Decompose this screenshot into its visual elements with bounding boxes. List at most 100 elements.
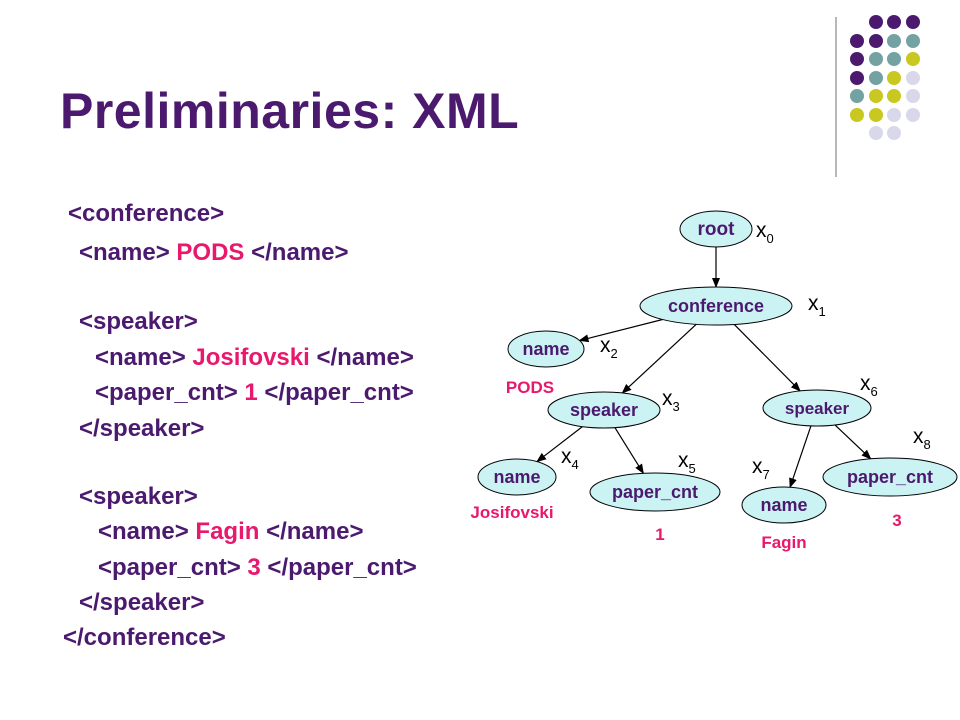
xml-line: <paper_cnt> 1 </paper_cnt> (95, 379, 414, 407)
decorative-dot (868, 33, 883, 48)
decorative-dot (905, 15, 920, 29)
xml-tag-text: <name> (95, 344, 186, 371)
xml-tag-text: </name> (266, 518, 364, 545)
xml-tag-text: </paper_cnt> (264, 379, 414, 406)
tree-node-ellipse (589, 472, 721, 512)
tree-node-ellipse (477, 458, 557, 496)
tree-node-ellipse (547, 391, 661, 429)
decorative-dot (868, 52, 883, 66)
xml-value-text: Josifovski (185, 344, 317, 371)
tree-node-ellipse (639, 286, 793, 326)
tree-edge-conference-speaker2 (733, 324, 801, 392)
variable-subscript: 8 (924, 437, 931, 452)
xml-line: <paper_cnt> 3 </paper_cnt> (98, 554, 417, 582)
tree-node-label: conference (668, 296, 764, 316)
variable-letter: x (913, 425, 924, 448)
variable-letter: x (561, 445, 572, 468)
tree-node-label: root (698, 219, 736, 240)
xml-tag-text: <speaker> (79, 308, 198, 335)
xml-line: </conference> (63, 624, 226, 652)
tree-node-root: root x0 (679, 210, 774, 248)
decorative-dot (887, 107, 901, 122)
decorative-dot (868, 70, 883, 85)
xml-value-text: PODS (169, 239, 252, 266)
variable-letter: x (752, 455, 763, 478)
tree-node-ellipse (822, 457, 958, 497)
decorative-dot (868, 89, 883, 103)
variable-subscript: 5 (689, 461, 696, 476)
tree-node-label: paper_cnt (612, 482, 698, 502)
xml-line: </speaker> (79, 589, 204, 617)
tree-leaf-value: 1 (655, 525, 664, 544)
tree-leaf-value: PODS (506, 378, 554, 397)
variable-subscript: 7 (763, 467, 770, 482)
xml-line: <speaker> (79, 483, 198, 511)
tree-node-label: name (760, 495, 807, 515)
xml-tag-text: <paper_cnt> (95, 379, 238, 406)
xml-line: </speaker> (79, 415, 204, 443)
decorative-dot (850, 107, 864, 122)
variable-letter: x (860, 372, 871, 395)
tree-node-variable-label: x4 (561, 445, 579, 472)
tree-edge-speaker1-paper1 (614, 427, 644, 475)
tree-edge-speaker1-name2 (536, 426, 583, 463)
xml-line: <name> PODS </name> (79, 239, 349, 267)
xml-line: <name> Fagin </name> (98, 518, 363, 546)
tree-node-paper1: paper_cnt x5 1 (589, 449, 721, 544)
xml-tag-text: </speaker> (79, 589, 205, 616)
tree-node-variable-label: x1 (808, 292, 826, 319)
tree-leaf-value: 3 (892, 511, 901, 530)
xml-tag-text: <conference> (68, 200, 225, 227)
decorative-vertical-rule (835, 17, 837, 177)
xml-tag-text: <name> (79, 239, 170, 266)
tree-node-variable-label: x3 (662, 387, 680, 414)
decorative-dot (887, 89, 901, 103)
decorative-dot (887, 33, 901, 48)
tree-node-label: name (522, 339, 569, 359)
xml-code-block: <conference> <name> PODS </name> <speaker>… (63, 200, 417, 652)
decorative-dot (887, 70, 901, 85)
variable-subscript: 2 (611, 346, 618, 361)
xml-tag-text: </paper_cnt> (267, 554, 417, 581)
tree-edge-conference-name1 (578, 318, 663, 343)
decorative-dot (868, 126, 883, 140)
tree-edge-conference-speaker1 (621, 323, 697, 394)
tree-node-variable-label: x5 (678, 449, 696, 476)
xml-tag-text: </conference> (63, 624, 226, 651)
tree-node-ellipse (741, 486, 827, 524)
tree-node-label: name (493, 467, 540, 487)
decorative-dot (868, 15, 883, 29)
xml-tag-text: <paper_cnt> (98, 554, 241, 581)
tree-node-ellipse (507, 330, 585, 368)
decorative-dot (887, 52, 901, 66)
tree-leaf-value: Josifovski (470, 503, 553, 522)
variable-letter: x (678, 449, 689, 472)
tree-node-variable-label: x0 (756, 219, 774, 246)
tree-node-ellipse (679, 210, 753, 248)
tree-node-variable-label: x2 (600, 334, 618, 361)
xml-tag-text: </name> (316, 344, 414, 371)
decorative-dot (887, 126, 901, 140)
decorative-dot (905, 89, 920, 103)
tree-node-ellipse (762, 389, 872, 427)
decorative-dot (905, 70, 920, 85)
xml-line: <name> Josifovski </name> (95, 344, 414, 372)
tree-node-label: speaker (570, 400, 638, 420)
xml-tag-text: <name> (98, 518, 189, 545)
tree-node-variable-label: x6 (860, 372, 878, 399)
decorative-dot (850, 70, 864, 85)
decorative-dot (850, 52, 864, 66)
xml-tag-text: <speaker> (79, 483, 198, 510)
variable-letter: x (662, 387, 673, 410)
xml-value-text: 3 (240, 554, 268, 581)
tree-node-conference: conference x1 (639, 286, 826, 326)
tree-node-variable-label: x7 (752, 455, 770, 482)
xml-line: <conference> (68, 200, 224, 228)
decorative-dot (850, 33, 864, 48)
decorative-dot (905, 52, 920, 66)
variable-subscript: 1 (819, 304, 826, 319)
